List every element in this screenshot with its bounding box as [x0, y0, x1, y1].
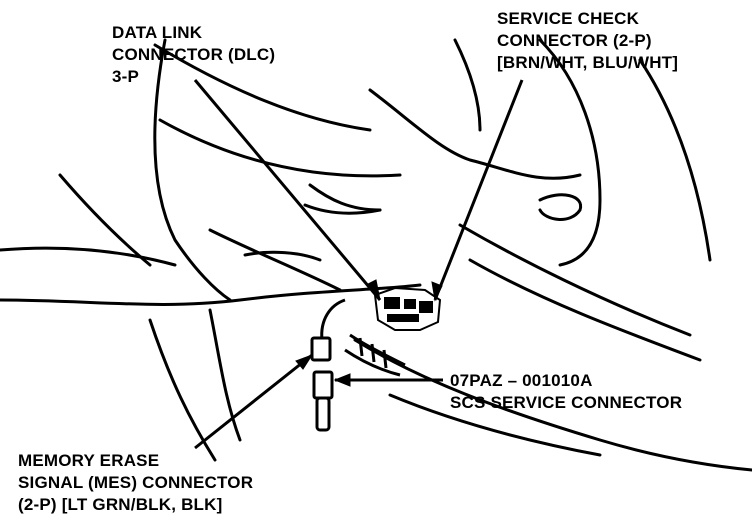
mes-arrowhead	[295, 354, 314, 370]
lower-trim	[353, 338, 752, 472]
scc-label-line1: SERVICE CHECK	[497, 9, 640, 28]
left-panel-seam-2	[58, 173, 152, 267]
scs-arrowhead	[333, 373, 351, 387]
dash-outline-top	[153, 43, 372, 132]
panel-crease	[243, 250, 322, 262]
dlc-leader-line	[193, 79, 382, 301]
right-outer-curve	[638, 58, 712, 262]
service-check-connector-label: SERVICE CHECK CONNECTOR (2-P) [BRN/WHT, …	[497, 8, 678, 74]
dlc-label-line1: DATA LINK	[112, 23, 203, 42]
left-panel-seam	[0, 246, 177, 267]
console-vent	[538, 193, 583, 221]
dlc-arrowhead	[367, 279, 381, 301]
console-top	[368, 88, 582, 180]
lower-trim-2	[388, 393, 602, 457]
dash-lower-panel	[0, 283, 422, 306]
knee-panel	[208, 228, 342, 292]
mes-label-line3: (2-P) [LT GRN/BLK, BLK]	[18, 495, 223, 514]
glovebox-lip	[303, 203, 382, 215]
scc-label-line2: CONNECTOR (2-P)	[497, 31, 652, 50]
mes-leader-line	[194, 353, 313, 450]
wire-harness	[344, 333, 406, 377]
glovebox-edge	[308, 183, 382, 212]
mes-connector-label: MEMORY ERASE SIGNAL (MES) CONNECTOR (2-P…	[18, 450, 253, 516]
floor-tunnel	[458, 223, 692, 337]
scc-leader-line	[433, 79, 524, 301]
floor-tunnel-2	[468, 258, 702, 362]
right-upper-curve	[453, 38, 482, 132]
scs-service-connector-shape	[310, 298, 346, 432]
scc-label-line3: [BRN/WHT, BLU/WHT]	[497, 53, 679, 72]
dlc-connector-shape	[373, 286, 442, 331]
dlc-label-line2: CONNECTOR (DLC)	[112, 45, 276, 64]
dlc-label-line3: 3-P	[112, 67, 140, 86]
scc-arrowhead	[431, 281, 443, 302]
mes-label-line1: MEMORY ERASE	[18, 451, 160, 470]
left-trim-2	[148, 318, 217, 462]
dash-outline-left	[153, 38, 232, 302]
scs-label-line1: 07PAZ – 001010A	[450, 371, 593, 390]
left-trim	[208, 308, 242, 442]
dash-outline-inner	[158, 118, 402, 178]
scs-service-connector-label: 07PAZ – 001010A SCS SERVICE CONNECTOR	[450, 370, 682, 414]
console-right	[538, 38, 602, 267]
dlc-label: DATA LINK CONNECTOR (DLC) 3-P	[112, 22, 275, 88]
mes-label-line2: SIGNAL (MES) CONNECTOR	[18, 473, 254, 492]
scs-label-line2: SCS SERVICE CONNECTOR	[450, 393, 683, 412]
